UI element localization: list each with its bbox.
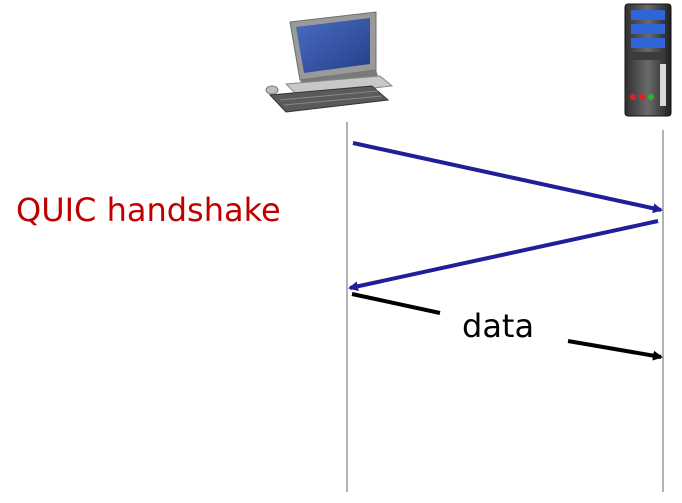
- data-arrow-start: [351, 292, 441, 315]
- handshake-label: QUIC handshake: [16, 191, 281, 229]
- data-label: data: [462, 307, 535, 345]
- handshake-arrow-client-to-server: [352, 141, 663, 214]
- server-tower-icon: [624, 3, 672, 117]
- data-arrow-end: [567, 339, 663, 361]
- handshake-arrow-server-to-client: [348, 219, 659, 292]
- desktop-computer-icon: [265, 11, 394, 113]
